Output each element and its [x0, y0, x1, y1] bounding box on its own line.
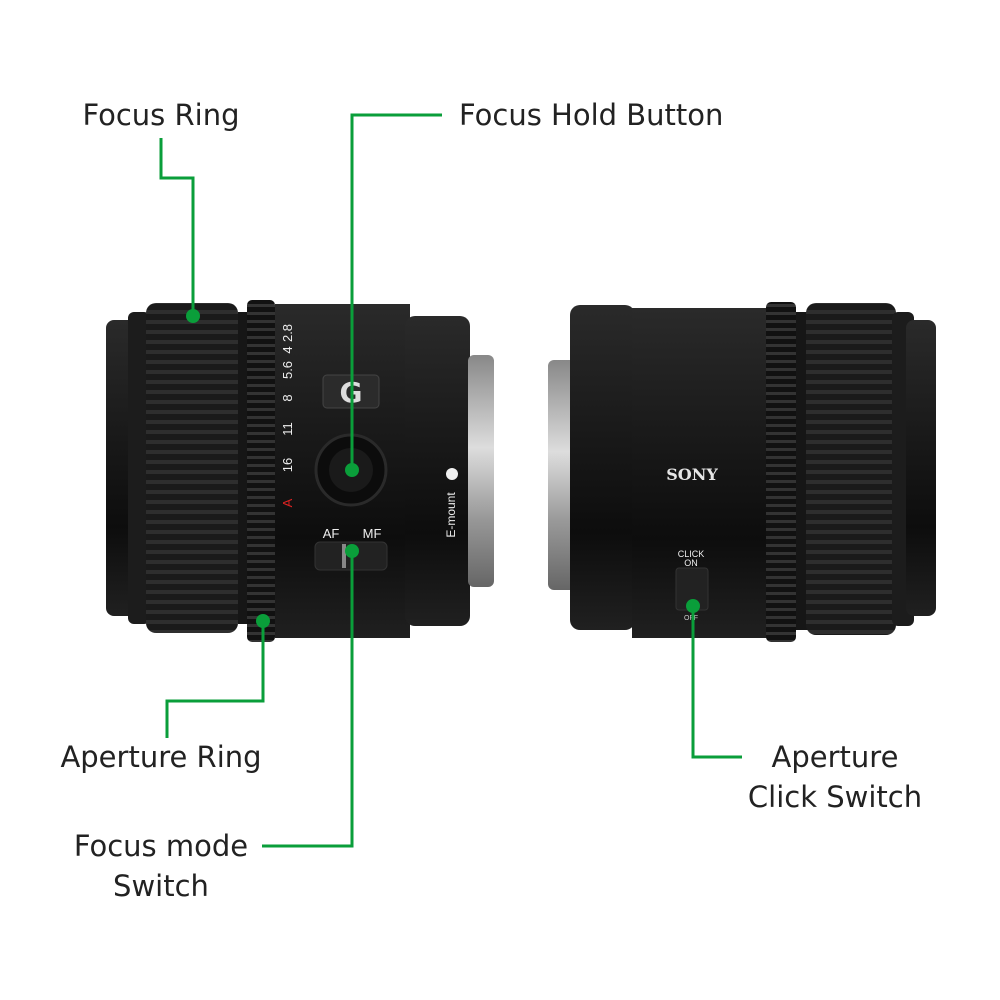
e-mount-label: E-mount [444, 492, 458, 538]
label-focus-ring: Focus Ring [82, 98, 239, 132]
click-label: CLICK [678, 549, 705, 559]
label-aperture-click-switch: Aperture [772, 740, 899, 774]
on-label: ON [684, 558, 698, 568]
focus-ring-right [806, 303, 896, 635]
callout-focus-mode [262, 551, 354, 848]
aperture-mark: 11 [280, 422, 295, 436]
callout-focus-hold [350, 113, 442, 470]
callout-dot [186, 309, 200, 323]
aperture-ring [247, 300, 275, 642]
callout-lines [159, 113, 742, 848]
label-focus-mode-switch-line2: Switch [113, 869, 209, 903]
label-focus-hold-button: Focus Hold Button [459, 98, 723, 132]
mount-index-dot [446, 468, 458, 480]
lens-mount-right [548, 360, 576, 590]
callout-dot [686, 599, 700, 613]
label-aperture-ring: Aperture Ring [60, 740, 261, 774]
mf-label: MF [363, 526, 382, 541]
af-label: AF [323, 526, 340, 541]
aperture-mark: 16 [280, 458, 295, 472]
off-label: OFF [684, 615, 698, 622]
aperture-mark: 5.6 [280, 361, 295, 379]
aperture-mark: 8 [280, 394, 295, 401]
callout-dot [345, 544, 359, 558]
aperture-ring-right [766, 302, 796, 642]
callout-dot [256, 614, 270, 628]
callout-focus-ring [159, 138, 195, 316]
lens-left: 2.8 4 5.6 8 11 16 A G AF MF E-mount [106, 300, 494, 642]
aperture-mark: 2.8 [280, 324, 295, 342]
label-aperture-click-switch-line2: Click Switch [748, 780, 922, 814]
aperture-auto-mark: A [280, 498, 295, 507]
callout-dots [186, 309, 700, 628]
callout-aperture-ring [165, 621, 265, 738]
aperture-mark: 4 [280, 346, 295, 353]
callout-dot [345, 463, 359, 477]
focus-ring [146, 303, 238, 633]
sony-logo: SONY [666, 465, 718, 484]
callout-click-switch [691, 606, 742, 759]
label-focus-mode-switch: Focus mode [74, 829, 248, 863]
lens-right: SONY CLICK ON OFF [548, 302, 936, 642]
lens-mount [468, 355, 494, 587]
